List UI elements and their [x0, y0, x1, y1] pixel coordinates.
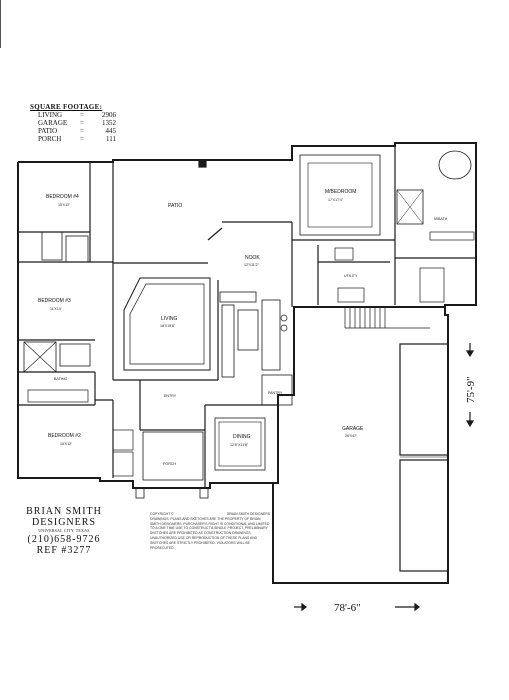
designer-phone: (210)658-9726	[27, 534, 101, 545]
living-room-outline	[123, 277, 211, 371]
copyright-body: DRAWINGS, PLANS AND SKETCHES ARE THE PRO…	[150, 516, 270, 550]
designer-title-block: BRIAN SMITH DESIGNERS UNIVERSAL CITY, TE…	[14, 506, 114, 556]
room-label-master-bath: M/BATH	[434, 217, 448, 221]
plan-reference: REF #3277	[36, 545, 92, 556]
room-label-dining: DINING	[233, 434, 251, 440]
room-label-bedroom4: BEDROOM #4	[46, 194, 79, 200]
room-size-living: 18'X19'8"	[160, 324, 176, 328]
room-label-patio: PATIO	[168, 203, 182, 209]
room-size-master-bedroom: 17'X17'4"	[328, 198, 344, 202]
room-label-bedroom2: BEDROOM #2	[48, 433, 81, 439]
room-size-bedroom2: 15'X12'	[60, 442, 72, 446]
overall-depth-dimension: 75'-9"	[465, 376, 477, 403]
garage-wall	[272, 306, 449, 584]
room-label-garage: GARAGE	[342, 426, 364, 432]
designer-name: BRIAN SMITH	[26, 506, 102, 517]
copyright-company: BRIAN SMITH DESIGNERS	[227, 512, 270, 516]
room-label-pantry: PANTRY	[268, 391, 283, 395]
sqft-row: GARAGE = 1352	[38, 119, 116, 127]
copyright-notes: COPYRIGHT © BRIAN SMITH DESIGNERS DRAWIN…	[150, 512, 270, 550]
room-label-bedroom3: BEDROOM #3	[38, 298, 71, 304]
room-size-bedroom4: 15'X12'	[58, 203, 70, 207]
garage-door-lower	[399, 459, 449, 572]
sqft-row: PATIO = 445	[38, 127, 116, 135]
room-label-porch: PORCH	[163, 462, 176, 466]
room-label-bath2: BATH#2	[54, 377, 67, 381]
room-size-garage: 26'X47'	[345, 434, 357, 438]
room-label-living: LIVING	[161, 316, 178, 322]
sqft-row: PORCH = 111	[38, 135, 116, 143]
room-size-dining: 12'8"X11'8"	[230, 443, 249, 447]
square-footage-title: SQUARE FOOTAGE:	[30, 103, 103, 111]
designer-city: UNIVERSAL CITY, TEXAS	[38, 528, 90, 533]
copyright-label: COPYRIGHT ©	[150, 512, 174, 516]
room-label-nook: NOOK	[245, 255, 260, 261]
room-label-utility: UTILITY	[344, 274, 358, 278]
square-footage-table: SQUARE FOOTAGE: LIVING = 2906 GARAGE = 1…	[30, 103, 130, 143]
overall-width-dimension: 78'-6"	[334, 602, 361, 614]
designer-name-line2: DESIGNERS	[31, 517, 96, 528]
room-label-entry: ENTRY	[164, 394, 177, 398]
garage-door-upper	[399, 343, 449, 456]
room-label-master-bedroom: M/BEDROOM	[325, 189, 356, 195]
sqft-row: LIVING = 2906	[38, 111, 116, 119]
room-size-nook: 12'X11'2"	[244, 263, 259, 267]
room-size-bedroom3: 11'X13'	[50, 307, 62, 311]
